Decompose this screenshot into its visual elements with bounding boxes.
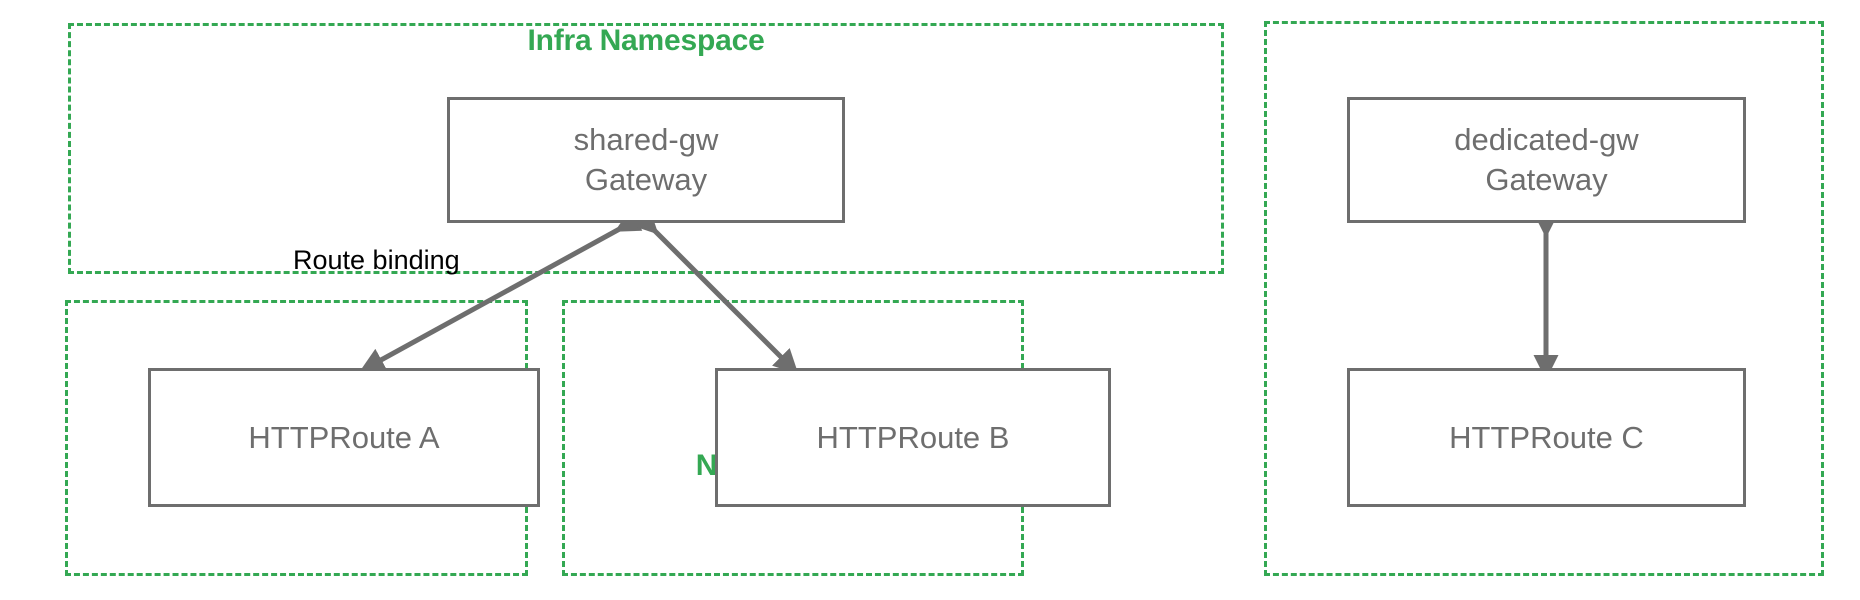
node-httproute-c[interactable]: HTTPRoute C (1347, 368, 1746, 507)
node-dedicated-gw-line2: Gateway (1485, 162, 1608, 197)
node-httproute-a[interactable]: HTTPRoute A (148, 368, 540, 507)
namespace-label-infra: Infra Namespace (527, 24, 765, 57)
node-dedicated-gw-gateway[interactable]: dedicated-gw Gateway (1347, 97, 1746, 223)
node-shared-gw-gateway[interactable]: shared-gw Gateway (447, 97, 845, 223)
node-httproute-c-label: HTTPRoute C (1449, 419, 1644, 455)
node-httproute-a-label: HTTPRoute A (248, 419, 440, 455)
node-shared-gw-line1: shared-gw (573, 122, 719, 158)
node-dedicated-gw-line1: dedicated-gw (1454, 122, 1639, 158)
node-httproute-b-label: HTTPRoute B (816, 419, 1010, 455)
namespace-box-c (1264, 21, 1824, 576)
edge-label-route-binding: Route binding (293, 245, 460, 275)
node-httproute-b[interactable]: HTTPRoute B (715, 368, 1111, 507)
node-shared-gw-line2: Gateway (584, 162, 708, 197)
